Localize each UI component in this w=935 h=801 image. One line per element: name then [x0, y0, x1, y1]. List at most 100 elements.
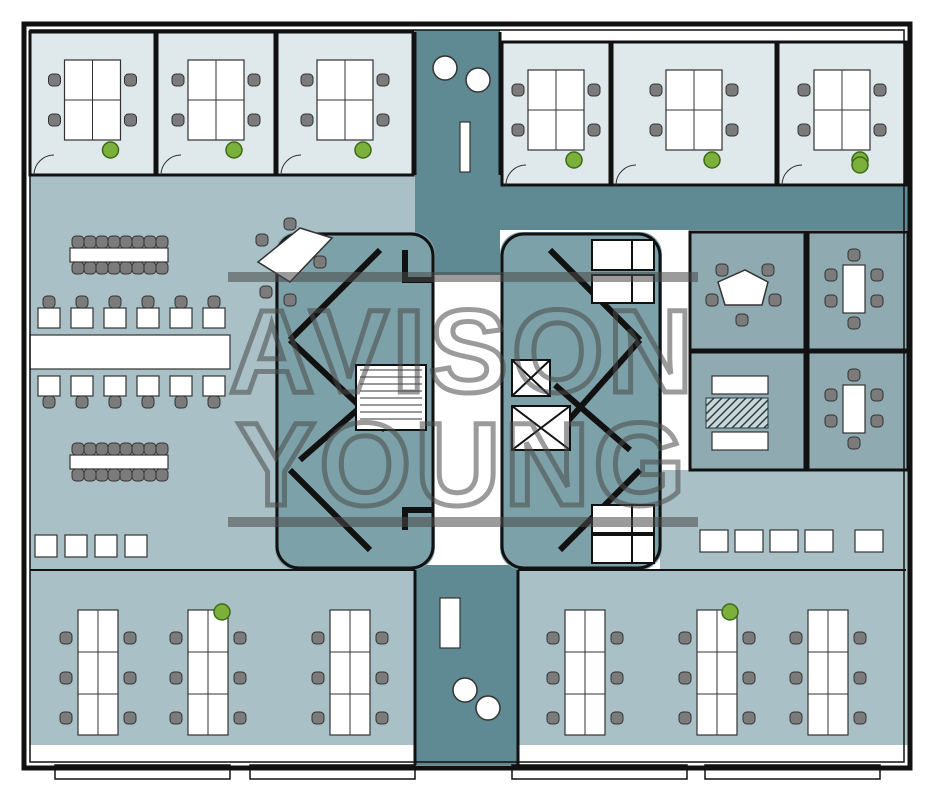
chair: [95, 442, 109, 456]
chair: [255, 233, 269, 247]
desk: [459, 121, 471, 173]
chair: [131, 468, 145, 482]
chair: [742, 711, 756, 725]
chair: [119, 468, 133, 482]
chair: [233, 671, 247, 685]
desk: [202, 307, 226, 329]
window-bay: [249, 764, 416, 780]
chair: [59, 671, 73, 685]
chair: [83, 235, 97, 249]
chair: [678, 631, 692, 645]
chair: [715, 263, 729, 277]
plant: [213, 603, 231, 621]
desk: [202, 375, 226, 397]
chair: [725, 83, 739, 97]
chair: [853, 671, 867, 685]
chair: [59, 711, 73, 725]
chair: [824, 388, 838, 402]
chair: [853, 711, 867, 725]
chair: [143, 261, 157, 275]
chair: [768, 293, 782, 307]
chair: [169, 671, 183, 685]
chair: [143, 235, 157, 249]
door-swing: [615, 164, 637, 186]
chair: [870, 294, 884, 308]
chair: [247, 113, 261, 127]
chair: [169, 631, 183, 645]
desk: [842, 264, 866, 314]
desk: [70, 307, 94, 329]
chair: [847, 316, 861, 330]
lift-shafts: [511, 359, 571, 451]
chair: [797, 123, 811, 137]
desk: [29, 334, 231, 370]
chair: [233, 631, 247, 645]
chair: [283, 217, 297, 231]
chair: [375, 711, 389, 725]
cafe-table: [475, 695, 501, 721]
lounge-area: [705, 397, 769, 429]
chair: [283, 293, 297, 307]
desk: [136, 307, 160, 329]
chair: [742, 671, 756, 685]
chair: [124, 113, 137, 127]
exterior-walls: [21, 21, 913, 780]
window-bay: [54, 764, 231, 780]
chair: [847, 436, 861, 450]
watermark-line2: YOUNG: [237, 399, 690, 531]
chair: [649, 123, 663, 137]
chair: [847, 248, 861, 262]
chair: [824, 414, 838, 428]
chair: [789, 711, 803, 725]
desk: [842, 384, 866, 434]
chair: [546, 631, 560, 645]
outer-wall: [21, 21, 913, 771]
office-room: [275, 30, 415, 177]
chair: [155, 468, 169, 482]
watermark: AVISON YOUNG: [227, 272, 698, 534]
chair: [174, 295, 188, 309]
chair: [141, 395, 155, 409]
chair: [546, 671, 560, 685]
chair: [789, 671, 803, 685]
chair: [107, 468, 121, 482]
chair: [107, 261, 121, 275]
desk: [37, 375, 61, 397]
window-bay: [704, 764, 881, 780]
chair: [75, 295, 89, 309]
chair: [375, 631, 389, 645]
desk: [804, 529, 834, 553]
desk: [439, 597, 461, 649]
desk: [34, 534, 58, 558]
core-center: [432, 275, 502, 525]
door-swing: [33, 154, 55, 176]
window-bay: [511, 764, 688, 780]
chair: [171, 73, 185, 87]
chair: [71, 468, 85, 482]
desk: [124, 534, 148, 558]
chair: [42, 395, 56, 409]
chair: [155, 261, 169, 275]
chair: [649, 83, 663, 97]
chair: [174, 395, 188, 409]
chair: [511, 83, 525, 97]
desk: [169, 307, 193, 329]
chair: [83, 468, 97, 482]
watermark-line1: AVISON: [229, 286, 697, 418]
chair: [735, 313, 749, 327]
chair: [610, 671, 624, 685]
plant: [565, 151, 583, 169]
furniture: [29, 55, 887, 725]
door-swing: [160, 154, 182, 176]
chair: [761, 263, 775, 277]
chair: [207, 295, 221, 309]
north-offices: [28, 30, 908, 187]
chair: [83, 261, 97, 275]
chair: [587, 123, 601, 137]
chair: [610, 631, 624, 645]
chair: [123, 671, 137, 685]
desk: [769, 529, 799, 553]
desk: [37, 307, 61, 329]
desk: [103, 375, 127, 397]
desk: [711, 375, 769, 395]
